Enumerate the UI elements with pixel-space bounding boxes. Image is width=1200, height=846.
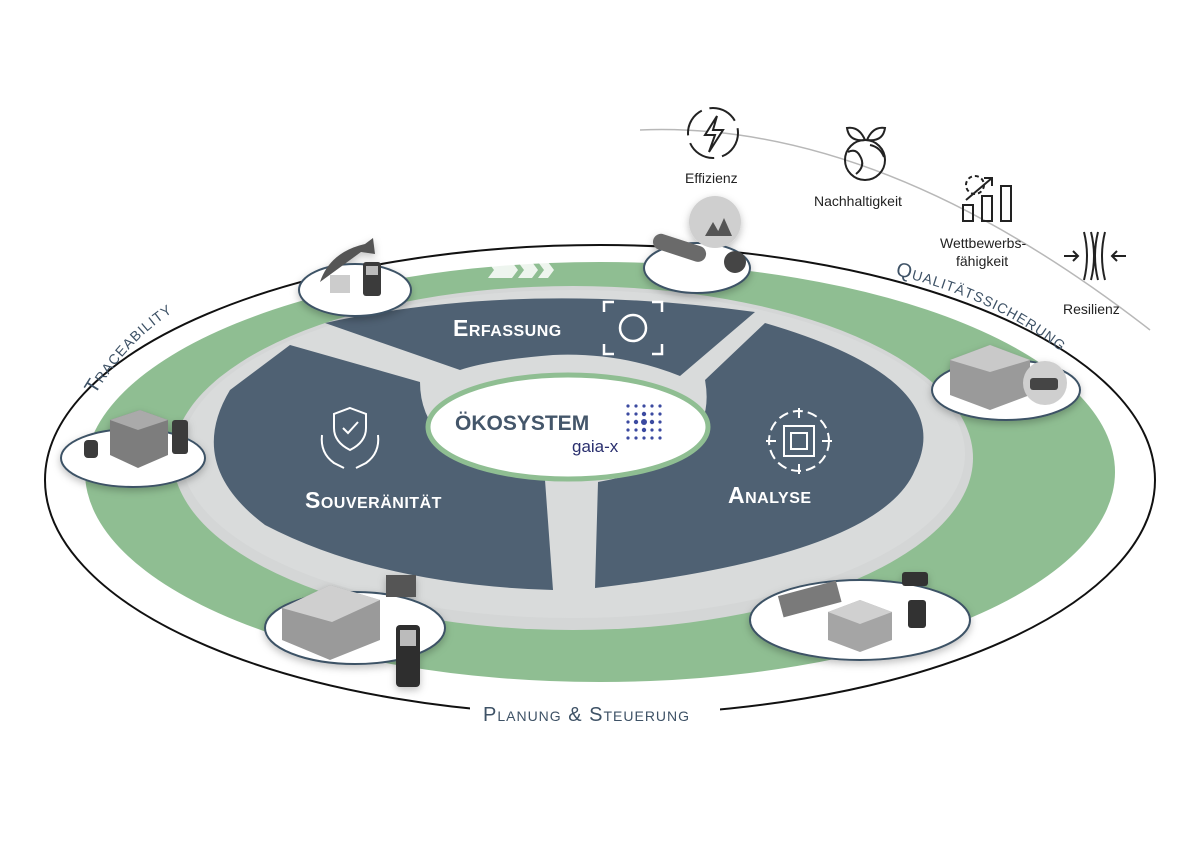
- goal-wettbewerb-line1: Wettbewerbs-: [940, 235, 1026, 251]
- goal-nachhaltigkeit: Nachhaltigkeit: [814, 193, 902, 209]
- effizienz-icon: [687, 107, 739, 159]
- station-top-left[interactable]: [298, 238, 412, 317]
- wettbewerbsfaehigkeit-icon: [962, 175, 1012, 222]
- station-bottom-right[interactable]: [749, 572, 971, 661]
- center-title: ÖKOSYSTEM: [455, 412, 589, 435]
- goal-wettbewerb-line2: fähigkeit: [956, 253, 1008, 269]
- station-right[interactable]: [931, 345, 1081, 421]
- resilienz-icon: [1064, 231, 1126, 281]
- station-top-right[interactable]: [643, 196, 751, 294]
- station-bottom-left[interactable]: [264, 575, 446, 687]
- ring-direction-arrows: [488, 262, 554, 278]
- segment-analyse[interactable]: [595, 323, 924, 588]
- goal-resilienz: Resilienz: [1063, 301, 1120, 317]
- label-erfassung: Erfassung: [453, 315, 562, 341]
- ring-label-planung: Planung & Steuerung: [483, 704, 690, 726]
- gaia-x-logo: [626, 404, 662, 440]
- label-souveranitat: Souveränität: [305, 487, 442, 513]
- goal-effizienz: Effizienz: [685, 170, 738, 186]
- shield-hands-icon: [320, 406, 380, 469]
- camera-frame-icon: [602, 300, 664, 356]
- segment-souveranitat[interactable]: [213, 345, 554, 590]
- segment-erfassung[interactable]: [325, 298, 755, 376]
- gaia-x-label: gaia-x: [572, 437, 619, 456]
- chip-gear-icon: [766, 408, 832, 474]
- label-analyse: Analyse: [728, 482, 812, 508]
- nachhaltigkeit-icon: [844, 126, 887, 181]
- center-ecosystem[interactable]: [425, 372, 711, 482]
- station-left[interactable]: [60, 410, 206, 488]
